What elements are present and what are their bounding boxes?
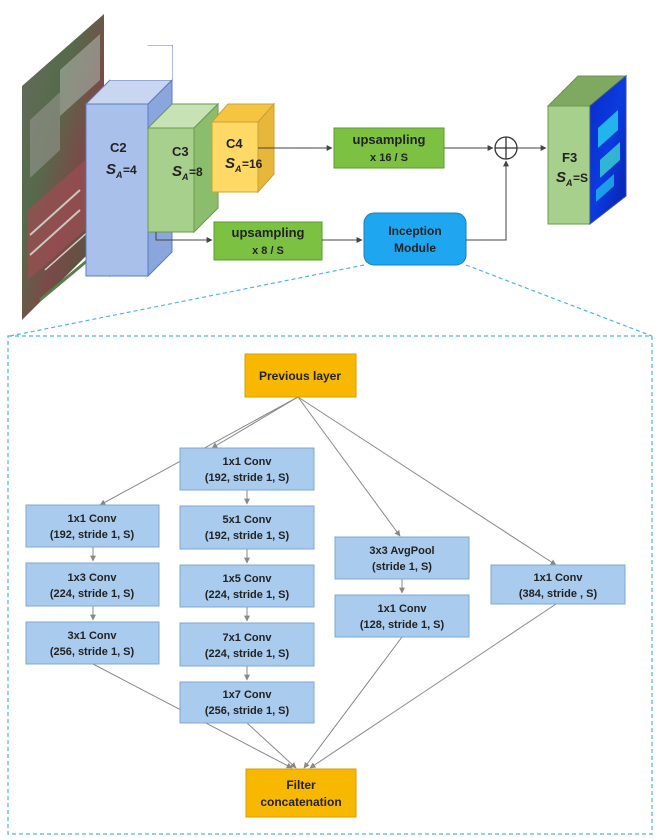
- svg-text:=8: =8: [189, 165, 203, 179]
- col-d-box-1-params: (384, stride , S): [519, 588, 598, 600]
- svg-text:S: S: [172, 163, 182, 180]
- svg-text:A: A: [181, 172, 189, 182]
- svg-text:A: A: [115, 170, 123, 180]
- svg-text:=S: =S: [573, 171, 588, 185]
- c3-scale-label: S A =8: [172, 163, 203, 182]
- filter-concatenation-box: [245, 768, 357, 818]
- svg-text:S: S: [556, 169, 566, 186]
- col-b-box-5-params: (256, stride 1, S): [205, 705, 290, 717]
- col-a-box-3-params: (256, stride 1, S): [50, 646, 135, 658]
- c3-label: C3: [172, 144, 189, 159]
- col-a-box-2-title: 1x3 Conv: [68, 572, 118, 584]
- upsampling-bottom-label: upsampling: [232, 225, 305, 240]
- filter-concatenation-label: Filter: [286, 778, 316, 792]
- svg-text:S: S: [225, 155, 235, 172]
- previous-layer-box: [244, 353, 357, 398]
- col-a-box-2-params: (224, stride 1, S): [50, 588, 135, 600]
- col-c-box-1-title: 3x3 AvgPool: [369, 545, 434, 557]
- f3-feature-block: [546, 74, 628, 226]
- upsampling-top-factor: x 16 / S: [370, 152, 408, 164]
- zoom-dashed-frame: [7, 264, 653, 835]
- col-c-box-1-params: (stride 1, S): [372, 561, 432, 573]
- inception-connectors: [90, 396, 557, 769]
- upsampling-bottom-factor: x 8 / S: [252, 245, 284, 257]
- col-b-box-1: [179, 447, 315, 491]
- col-b-box-3: [179, 564, 315, 608]
- svg-text:S: S: [106, 161, 116, 178]
- c4-scale-label: S A =16: [225, 155, 263, 174]
- col-c-box-1: [334, 536, 470, 580]
- col-b-box-3-params: (224, stride 1, S): [205, 589, 290, 601]
- c4-label: C4: [226, 136, 243, 151]
- svg-text:=4: =4: [123, 163, 137, 177]
- svg-text:A: A: [565, 178, 573, 188]
- c3-front-face: [147, 127, 195, 233]
- col-b-box-1-title: 1x1 Conv: [223, 456, 273, 468]
- f3-label: F3: [562, 150, 577, 165]
- svg-text:=16: =16: [242, 157, 263, 171]
- c2-panel: [85, 103, 149, 277]
- col-b-box-4: [179, 622, 315, 667]
- upsampling-top-label: upsampling: [353, 132, 426, 147]
- col-b-box-4-title: 7x1 Conv: [223, 632, 273, 644]
- col-b-box-2-title: 5x1 Conv: [223, 514, 273, 526]
- upsampling-bottom-box: [213, 221, 323, 261]
- col-a-box-3: [25, 621, 160, 665]
- c2-scale-label: S A =4: [106, 161, 137, 180]
- col-b-box-5-title: 1x7 Conv: [223, 689, 273, 701]
- col-a-box-3-title: 3x1 Conv: [68, 630, 118, 642]
- f3-front-face: [547, 105, 591, 225]
- c2-label: C2: [110, 140, 127, 155]
- col-c-box-2: [334, 594, 470, 638]
- col-b-box-2: [179, 505, 315, 550]
- col-b-box-4-params: (224, stride 1, S): [205, 648, 290, 660]
- col-c-box-2-title: 1x1 Conv: [378, 603, 428, 615]
- previous-layer-label: Previous layer: [259, 369, 341, 383]
- col-d-box-1-title: 1x1 Conv: [534, 572, 584, 584]
- col-b-box-5: [179, 681, 315, 724]
- col-d-box-1: [490, 564, 626, 605]
- filter-concatenation-label-2: concatenation: [260, 795, 341, 809]
- f3-scale-label: S A =S: [556, 169, 588, 188]
- inception-module-label-2: Module: [394, 241, 436, 255]
- col-b-box-2-params: (192, stride 1, S): [205, 530, 290, 542]
- col-a-box-1: [25, 504, 160, 548]
- inception-module-box: [363, 212, 467, 266]
- col-c-box-2-params: (128, stride 1, S): [360, 619, 445, 631]
- col-a-box-1-title: 1x1 Conv: [68, 513, 118, 525]
- col-a-box-1-params: (192, stride 1, S): [50, 529, 135, 541]
- inception-module-label: Inception: [388, 224, 441, 238]
- col-a-box-2: [25, 562, 160, 607]
- svg-text:A: A: [234, 164, 242, 174]
- c3-feature-block: [146, 102, 220, 234]
- top-connectors: [155, 145, 547, 243]
- col-b-box-1-params: (192, stride 1, S): [205, 472, 290, 484]
- input-aerial-image: [22, 14, 104, 320]
- col-b-box-3-title: 1x5 Conv: [223, 573, 273, 585]
- upsampling-top-box: [333, 127, 445, 169]
